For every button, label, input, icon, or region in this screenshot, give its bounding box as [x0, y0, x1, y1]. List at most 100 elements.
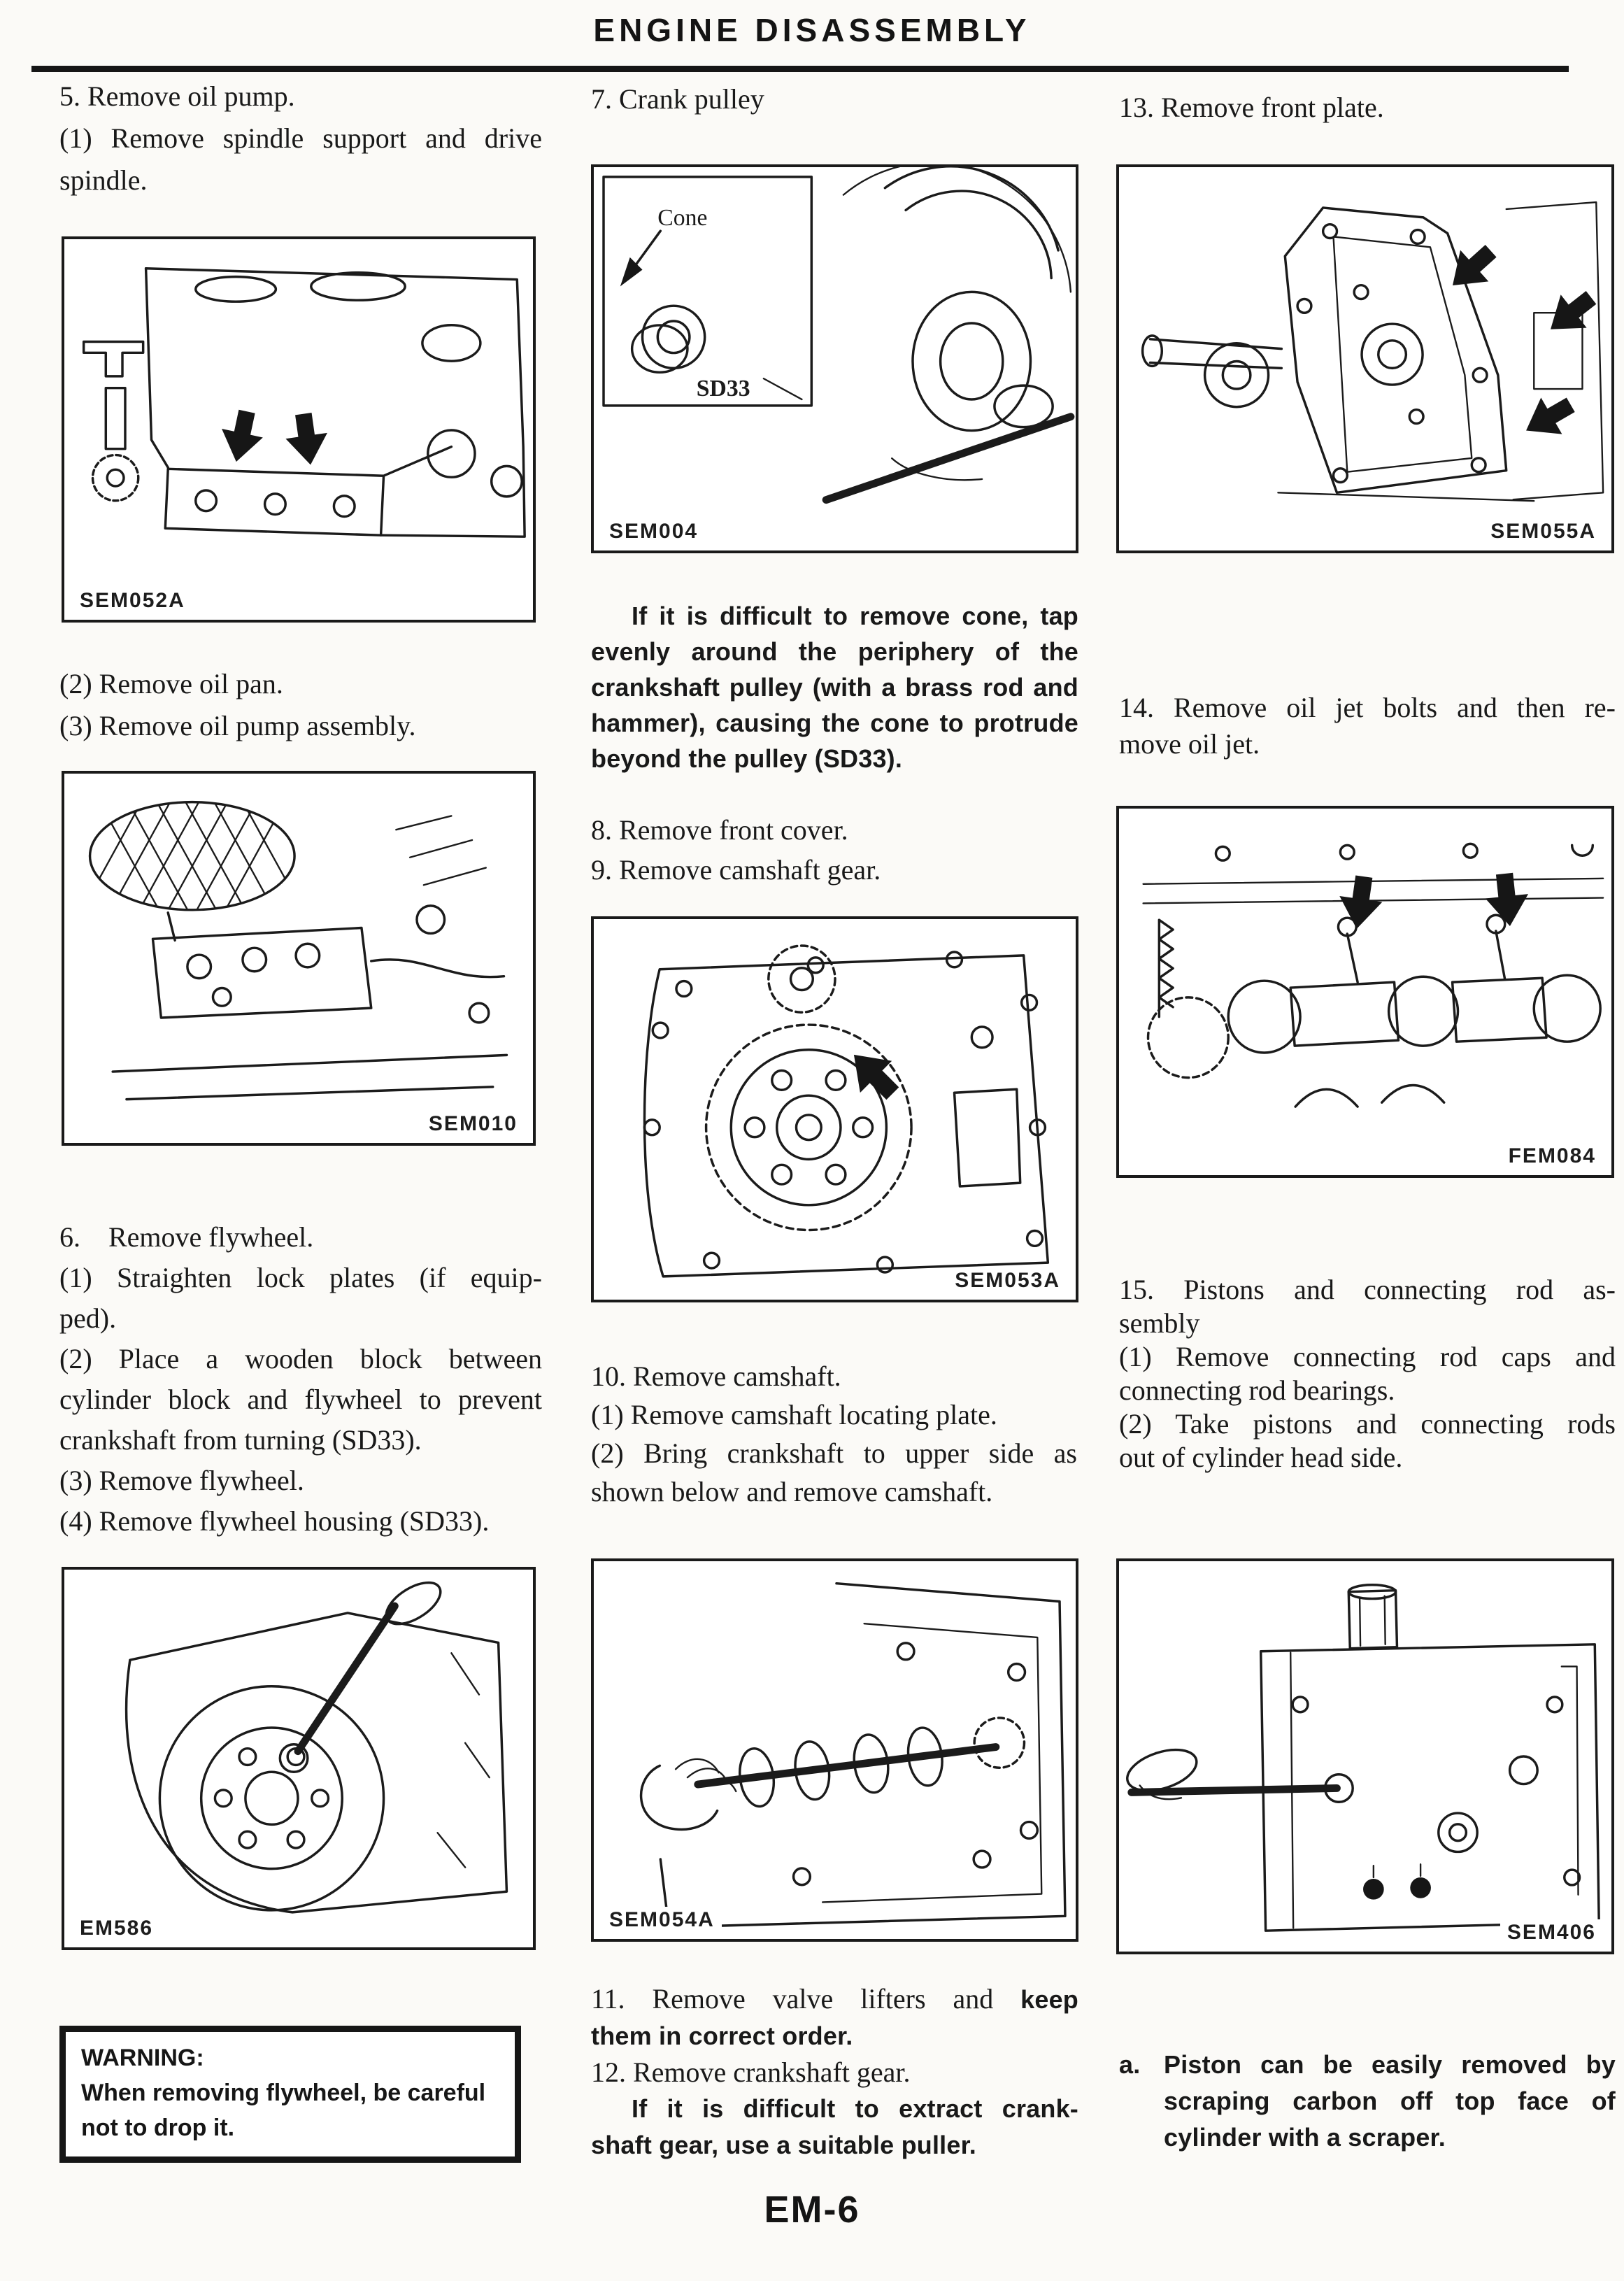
text-line: spindle.	[59, 164, 148, 196]
text-line: beyond the pulley (SD33).	[591, 744, 903, 773]
figure-sem054a: SEM054A	[591, 1558, 1078, 1942]
sd33-callout-label: SD33	[697, 376, 750, 402]
text-line: crankshaft from turning (SD33).	[59, 1424, 422, 1456]
text-line: (1) Straighten lock plates (if equip-	[59, 1262, 542, 1293]
bolt-head-icon	[1363, 1879, 1384, 1900]
text-line: not to drop it.	[81, 2115, 235, 2141]
crank-pulley-illustration: Cone SD33	[602, 167, 1075, 504]
camshaft-gear-illustration	[643, 944, 1050, 1278]
oil-jet-steps-text: 14. Remove oil jet bolts and then re- mo…	[1119, 690, 1616, 762]
page-title: ENGINE DISASSEMBLY	[593, 12, 1031, 48]
text-line: out of cylinder head side.	[1119, 1442, 1403, 1473]
text-line: If it is difficult to extract crank-	[632, 2094, 1078, 2123]
text-line: 5. Remove oil pump.	[59, 80, 295, 112]
text-line: move oil jet.	[1119, 728, 1260, 760]
piston-conrod-steps-text: 15. Pistons and connecting rod as- sembl…	[1119, 1273, 1616, 1475]
page-number: EM-6	[764, 2189, 860, 2231]
figure-sem055a: SEM055A	[1116, 164, 1614, 553]
text-line: ped).	[59, 1302, 117, 1334]
oil-pan-steps-text: (2) Remove oil pan. (3) Remove oil pump …	[59, 663, 542, 747]
text-line: (1) Remove spindle support and drive	[59, 122, 542, 154]
figure-label-fem084: FEM084	[1501, 1143, 1603, 1170]
text-line: If it is difficult to remove cone, tap	[632, 602, 1078, 630]
text-line: (3) Remove flywheel.	[59, 1465, 304, 1496]
text-line: shaft gear, use a suitable puller.	[591, 2131, 977, 2159]
text-line: (1) Remove camshaft locating plate.	[591, 1399, 997, 1430]
removal-arrow-icon	[853, 1054, 899, 1100]
oil-jet-illustration	[1142, 842, 1604, 1108]
figure-sem053a: SEM053A	[591, 916, 1078, 1302]
text-line: shown below and remove camshaft.	[591, 1476, 993, 1507]
header-rule	[31, 66, 1569, 72]
removal-arrow-icon	[222, 409, 263, 462]
figure-em586: EM586	[62, 1567, 536, 1950]
valve-lifter-steps-text: 11. Remove valve lifters and keep them i…	[591, 1981, 1078, 2163]
text-line: 11. Remove valve lifters and keep	[591, 1981, 1078, 2018]
removal-arrow-icon	[285, 413, 327, 465]
text-line: hammer), causing the cone to protrude	[591, 709, 1078, 737]
front-cover-steps-text: 8. Remove front cover. 9. Remove camshaf…	[591, 810, 1077, 890]
text-line: (2) Bring crankshaft to upper side as	[591, 1437, 1077, 1469]
figure-label-sem052a: SEM052A	[73, 588, 192, 614]
text-line: 8. Remove front cover.	[591, 814, 848, 846]
text-line: 12. Remove crankshaft gear.	[591, 2056, 911, 2088]
text-span: 11. Remove valve lifters and	[591, 1983, 1021, 2014]
cone-pointer-arrowhead	[620, 257, 643, 287]
front-plate-heading: 13. Remove front plate.	[1119, 87, 1616, 129]
connecting-rod-removal-illustration	[1126, 1584, 1600, 1932]
note-marker: a.	[1119, 2050, 1141, 2079]
text-line: sembly	[1119, 1307, 1200, 1339]
text-line: cylinder with a scraper.	[1164, 2123, 1446, 2152]
text-line: connecting rod bearings.	[1119, 1374, 1395, 1406]
warning-box: WARNING: When removing flywheel, be care…	[59, 2026, 521, 2163]
text-line: 10. Remove camshaft.	[591, 1360, 841, 1392]
text-line: (3) Remove oil pump assembly.	[59, 710, 416, 741]
text-line: 13. Remove front plate.	[1119, 92, 1384, 123]
figure-label-sem053a: SEM053A	[948, 1267, 1067, 1294]
text-line: (2) Place a wooden block between	[59, 1343, 542, 1374]
piston-removal-note: a. Piston can be easily removed by scrap…	[1119, 2047, 1616, 2156]
removal-arrow-icon	[1339, 875, 1383, 929]
text-line: cylinder block and flywheel to prevent	[59, 1384, 542, 1415]
front-plate-illustration	[1141, 201, 1604, 502]
text-line: (1) Remove connecting rod caps and	[1119, 1341, 1616, 1372]
camshaft-removal-illustration	[639, 1582, 1067, 1928]
text-line: 9. Remove camshaft gear.	[591, 854, 881, 886]
figure-sem052a: SEM052A	[62, 236, 536, 623]
cone-callout-label: Cone	[657, 205, 707, 231]
text-line: Piston can be easily removed by	[1164, 2050, 1616, 2079]
text-line: evenly around the periphery of the	[591, 637, 1078, 666]
text-line: When removing flywheel, be careful	[81, 2080, 486, 2106]
oil-pump-spindle-illustration	[82, 267, 526, 538]
figure-label-sem055a: SEM055A	[1483, 518, 1603, 545]
camshaft-steps-text: 10. Remove camshaft. (1) Remove camshaft…	[591, 1357, 1077, 1511]
text-line: (2) Take pistons and connecting rods	[1119, 1408, 1616, 1440]
text-line: 6. Remove flywheel.	[59, 1221, 314, 1253]
figure-sem010: SEM010	[62, 771, 536, 1146]
figure-label-em586: EM586	[73, 1915, 161, 1942]
text-line: 15. Pistons and connecting rod as-	[1119, 1274, 1616, 1305]
figure-label-sem004: SEM004	[602, 518, 706, 545]
figure-sem406: SEM406	[1116, 1558, 1614, 1954]
text-line: them in correct order.	[591, 2021, 853, 2050]
bolt-head-icon	[1410, 1877, 1431, 1898]
flywheel-removal-illustration	[124, 1581, 508, 1914]
removal-arrow-icon	[1551, 291, 1597, 329]
text-line: 14. Remove oil jet bolts and then re-	[1119, 692, 1616, 723]
crank-pulley-heading: 7. Crank pulley	[591, 78, 1077, 120]
removal-arrow-icon	[1526, 397, 1575, 434]
figure-label-sem406: SEM406	[1500, 1919, 1603, 1946]
text-line: (2) Remove oil pan.	[59, 668, 283, 699]
figure-sem004: Cone SD33 SEM004	[591, 164, 1078, 553]
removal-arrow-icon	[1485, 872, 1529, 927]
text-line: crankshaft pulley (with a brass rod and	[591, 673, 1078, 702]
oil-pump-assembly-illustration	[88, 800, 508, 1101]
text-line: (4) Remove flywheel housing (SD33).	[59, 1505, 490, 1537]
text-span-bold: keep	[1020, 1985, 1078, 2014]
warning-title: WARNING:	[81, 2045, 204, 2071]
text-line: scraping carbon off top face of	[1164, 2087, 1616, 2115]
figure-fem084: FEM084	[1116, 806, 1614, 1178]
cone-removal-note: If it is difficult to remove cone, tap e…	[591, 598, 1078, 776]
removal-arrow-icon	[1452, 244, 1497, 286]
